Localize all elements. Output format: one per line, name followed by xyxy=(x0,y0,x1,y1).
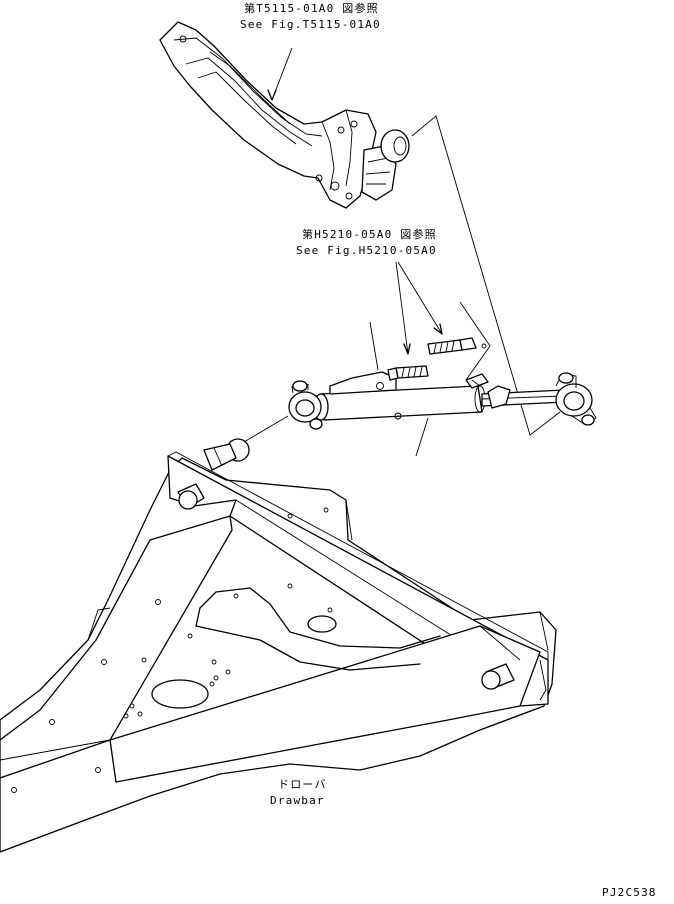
leader-small-1 xyxy=(369,321,379,371)
leader-mid-callout-1 xyxy=(395,261,409,355)
drawbar-label-jp: ドローバ xyxy=(278,778,327,791)
mid-callout-en: See Fig.H5210-05A0 xyxy=(296,244,437,257)
drawbar-label-en: Drawbar xyxy=(270,794,325,807)
circle-bracket-part xyxy=(159,21,377,209)
bolt-lower xyxy=(387,365,429,381)
bolt-upper xyxy=(427,337,487,355)
leader-small-2 xyxy=(459,301,491,381)
drawing-number: PJ2C538 xyxy=(602,886,657,899)
leader-cylinder xyxy=(415,417,429,457)
top-callout-jp: 第T5115-01A0 図参照 xyxy=(244,1,379,15)
lower-ball-joint xyxy=(203,438,250,471)
upper-ball-joint xyxy=(361,129,410,201)
frame-ball-pin-right xyxy=(481,663,515,690)
top-callout-en: See Fig.T5115-01A0 xyxy=(240,18,381,31)
mid-callout-jp: 第H5210-05A0 図参照 xyxy=(302,227,437,241)
leader-mid-callout-2 xyxy=(397,261,443,335)
drawbar-frame xyxy=(0,451,557,853)
leader-line-right xyxy=(411,115,561,436)
frame-ball-pin-left xyxy=(177,483,205,510)
lift-cylinder xyxy=(288,371,597,430)
